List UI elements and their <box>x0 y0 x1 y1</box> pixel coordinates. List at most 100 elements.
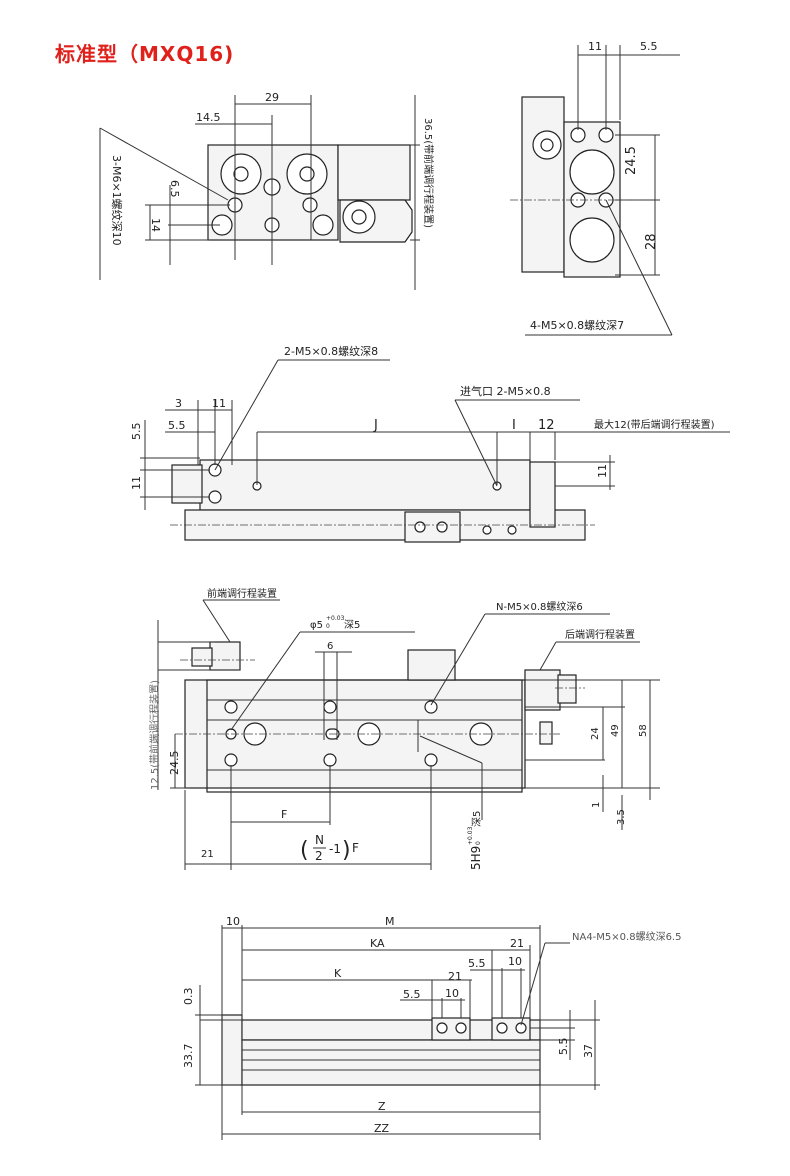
dim-12-5: 12.5(带前端调行程装置) <box>148 680 161 790</box>
dim-10-a: 10 <box>508 955 522 968</box>
thread-hole <box>570 127 586 143</box>
pin-tol-lower: 0 <box>326 623 330 630</box>
dim-14: 14 <box>149 218 162 232</box>
port-note: 进气口 2-M5×0.8 <box>460 384 551 398</box>
dim-F: F <box>281 808 287 821</box>
thread-hole <box>224 753 238 767</box>
dim-5-5: 5.5 <box>168 419 186 432</box>
dim-3-5: 3.5 <box>616 809 627 825</box>
dim-3: 3 <box>175 397 182 410</box>
dim-58: 58 <box>638 724 649 737</box>
dim-28: 28 <box>644 233 659 250</box>
front-adjuster-body <box>209 641 241 671</box>
dim-24: 24 <box>590 727 601 740</box>
body <box>241 1039 541 1086</box>
dim-29: 29 <box>265 91 279 104</box>
bore-top <box>569 149 615 195</box>
dim-5-5-b: 5.5 <box>403 988 421 1001</box>
thread-hole <box>208 490 222 504</box>
rear-adjuster-body <box>524 669 561 711</box>
thread-hole <box>424 753 438 767</box>
dim-11-left: 11 <box>130 476 143 490</box>
formula-N2-1-F: ( N 2 -1 ) F <box>300 833 359 863</box>
dim-10: 10 <box>226 915 240 928</box>
dim-33-7: 33.7 <box>182 1044 195 1069</box>
bore-left-center <box>233 166 249 182</box>
adjuster-center <box>540 138 554 152</box>
dim-10-b: 10 <box>445 987 459 1000</box>
dim-ZZ: ZZ <box>374 1122 390 1135</box>
pin-hole-note: φ5 +0.03 0 深5 <box>310 615 360 631</box>
slot-label: 5H9 <box>469 846 483 870</box>
dim-12: 12 <box>538 418 555 433</box>
rear-adjuster-nut <box>557 674 577 704</box>
hole <box>507 525 517 535</box>
thread-hole <box>323 753 337 767</box>
hole <box>482 525 492 535</box>
page-title: 标准型（MXQ16) <box>55 42 235 66</box>
dim-21: 21 <box>201 849 214 860</box>
dim-36-5: 36.5(带前端调行程装置) <box>422 118 435 228</box>
rear-plate <box>521 96 565 273</box>
pin-tol-upper: +0.03 <box>326 615 345 622</box>
dim-21-a: 21 <box>510 937 524 950</box>
thread-note: N-M5×0.8螺纹深6 <box>496 600 583 613</box>
dim-J: J <box>373 418 378 433</box>
dim-11-right: 11 <box>596 464 609 478</box>
dim-14-5: 14.5 <box>196 111 221 124</box>
hole <box>436 521 448 533</box>
dim-24-5: 24.5 <box>624 146 639 175</box>
slot-tol-upper: +0.03 <box>467 826 474 845</box>
slot-tol-lower: 0 <box>475 841 482 845</box>
paren-close: ) <box>342 838 351 863</box>
dim-6: 6 <box>327 641 333 652</box>
formula-minus-1: -1 <box>329 842 341 856</box>
thread-note: 4-M5×0.8螺纹深7 <box>530 318 624 332</box>
side-view: 2-M5×0.8螺纹深8 进气口 2-M5×0.8 3 11 5.5 J I 1… <box>130 344 730 543</box>
dim-5-5: 5.5 <box>640 40 658 53</box>
dim-Z: Z <box>378 1100 386 1113</box>
thread-hole <box>224 700 238 714</box>
end-plate <box>404 511 461 543</box>
dim-KA: KA <box>370 937 385 950</box>
dim-24-5: 24.5 <box>168 751 181 776</box>
thread-hole <box>323 700 337 714</box>
dim-0-3: 0.3 <box>182 988 195 1006</box>
dim-5-5-v: 5.5 <box>557 1038 570 1056</box>
rear-adjuster-label: 后端调行程装置 <box>565 628 635 641</box>
formula-F: F <box>352 841 359 855</box>
dim-49: 49 <box>610 724 621 737</box>
adjuster-bolt-center <box>351 209 367 225</box>
dim-37: 37 <box>582 1044 595 1058</box>
pin-depth: 深5 <box>344 619 360 631</box>
end-view: 29 14.5 3-M6×1螺纹深10 6.5 14 36.5(带前端调行程装置… <box>99 91 435 290</box>
rear-view: 11 5.5 24.5 28 4-M5×0.8螺纹深7 <box>510 40 680 336</box>
thread-hole <box>424 700 438 714</box>
bottom-view: 10 M KA 21 NA4-M5×0.8螺纹深6.5 5.5 10 K 21 … <box>182 915 681 1140</box>
thread-note: 3-M6×1螺纹深10 <box>110 155 124 246</box>
thread-hole <box>302 197 318 213</box>
rear-stop <box>539 721 553 745</box>
dim-5-5-v: 5.5 <box>130 423 143 441</box>
thread-note: NA4-M5×0.8螺纹深6.5 <box>572 930 681 943</box>
paren-open: ( <box>300 838 309 863</box>
mount-hole <box>312 214 334 236</box>
slot-note: 5H9 +0.03 0 深5 <box>467 811 483 870</box>
dim-K: K <box>334 967 342 980</box>
dim-11-top: 11 <box>212 397 226 410</box>
formula-2: 2 <box>315 849 323 863</box>
front-adjuster-label: 前端调行程装置 <box>207 587 277 600</box>
dim-1: 1 <box>591 802 602 808</box>
formula-N: N <box>315 833 324 847</box>
bore-right-center <box>299 166 315 182</box>
thread-hole <box>455 1022 467 1034</box>
dim-6-5: 6.5 <box>168 180 181 198</box>
table-outline <box>206 679 523 793</box>
max-note: 最大12(带后端调行程装置) <box>594 418 715 431</box>
slot-depth: 深5 <box>471 811 483 827</box>
side-body <box>199 459 531 511</box>
thread-hole <box>515 1022 527 1034</box>
dim-11: 11 <box>588 40 602 53</box>
pin-hole-label: φ5 <box>310 620 323 631</box>
